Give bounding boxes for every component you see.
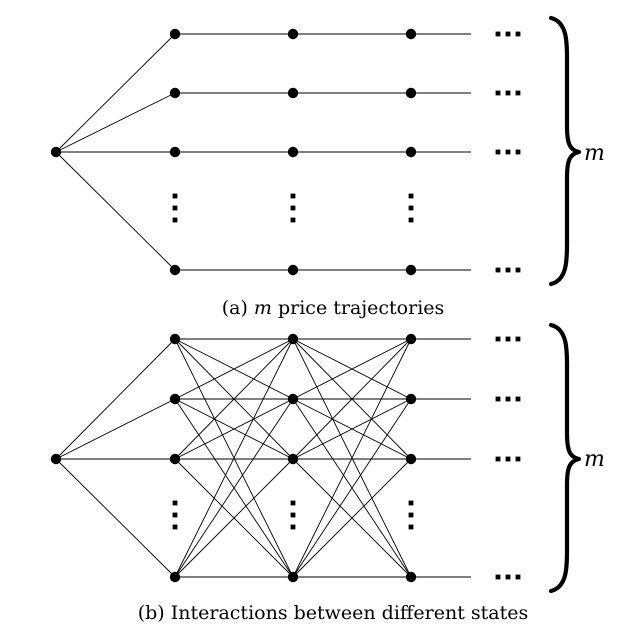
- continuation-dot: [505, 90, 511, 96]
- origin-edge: [55, 398, 176, 460]
- transition-edge: [292, 338, 412, 460]
- panel-a-price-trajectories: [50, 15, 582, 287]
- continuation-dot: [515, 336, 521, 342]
- vertical-ellipsis-dot: [172, 217, 178, 223]
- continuation-dot: [495, 336, 501, 342]
- continuation-dot: [505, 267, 511, 273]
- continuation-dot: [505, 396, 511, 402]
- state-node: [405, 393, 417, 405]
- continuation-dot: [505, 336, 511, 342]
- state-node: [405, 28, 417, 40]
- continuation-dot: [505, 149, 511, 155]
- transition-edge: [292, 338, 412, 400]
- vertical-ellipsis-dot: [408, 193, 414, 199]
- continuation-dot: [495, 456, 501, 462]
- state-node: [405, 146, 417, 158]
- state-node: [169, 571, 181, 583]
- continuation-dot: [515, 149, 521, 155]
- state-node: [287, 453, 299, 465]
- origin-edge: [55, 92, 176, 153]
- state-node: [405, 453, 417, 465]
- brace-label-a: m: [584, 141, 605, 166]
- transition-edge: [174, 398, 294, 460]
- vertical-ellipsis-dot: [290, 500, 296, 506]
- state-node: [405, 333, 417, 345]
- continuation-dot: [495, 31, 501, 37]
- continuation-dot: [495, 396, 501, 402]
- state-node: [287, 28, 299, 40]
- state-node: [287, 264, 299, 276]
- vertical-ellipsis-dot: [408, 512, 414, 518]
- continuation-dot: [505, 574, 511, 580]
- state-node: [405, 87, 417, 99]
- vertical-ellipsis-dot: [290, 524, 296, 530]
- continuation-dot: [505, 456, 511, 462]
- vertical-ellipsis-dot: [290, 217, 296, 223]
- transition-edge: [292, 338, 412, 578]
- caption-b: (b) Interactions between different state…: [138, 602, 529, 624]
- state-node: [169, 333, 181, 345]
- state-node: [169, 87, 181, 99]
- continuation-dot: [515, 456, 521, 462]
- continuation-dot: [495, 574, 501, 580]
- vertical-ellipsis-dot: [172, 205, 178, 211]
- state-node: [169, 28, 181, 40]
- continuation-dot: [495, 267, 501, 273]
- continuation-dot: [515, 90, 521, 96]
- vertical-ellipsis-dot: [408, 500, 414, 506]
- origin-edge: [55, 33, 176, 153]
- transition-edge: [292, 398, 412, 578]
- state-node: [169, 453, 181, 465]
- transition-edge: [174, 398, 294, 578]
- vertical-ellipsis-dot: [172, 500, 178, 506]
- transition-edge: [174, 458, 294, 578]
- continuation-dot: [515, 574, 521, 580]
- transition-edge: [174, 338, 294, 400]
- state-node: [405, 264, 417, 276]
- origin-edge: [55, 151, 176, 271]
- state-node: [169, 393, 181, 405]
- continuation-dot: [495, 149, 501, 155]
- origin-edge: [55, 458, 176, 578]
- vertical-ellipsis-dot: [290, 512, 296, 518]
- vertical-ellipsis-dot: [172, 193, 178, 199]
- vertical-ellipsis-dot: [290, 205, 296, 211]
- state-node: [287, 146, 299, 158]
- curly-brace: [548, 322, 582, 594]
- state-node: [287, 87, 299, 99]
- vertical-ellipsis-dot: [408, 217, 414, 223]
- vertical-ellipsis-dot: [172, 524, 178, 530]
- state-node: [405, 571, 417, 583]
- transition-edge: [292, 398, 412, 460]
- origin-node: [50, 453, 62, 465]
- transition-edge: [292, 458, 412, 578]
- continuation-dot: [515, 267, 521, 273]
- state-node: [169, 146, 181, 158]
- continuation-dot: [495, 90, 501, 96]
- continuation-dot: [515, 396, 521, 402]
- vertical-ellipsis-dot: [408, 524, 414, 530]
- vertical-ellipsis-dot: [408, 205, 414, 211]
- panel-b-state-interactions: [50, 322, 582, 594]
- state-node: [169, 264, 181, 276]
- curly-brace: [548, 15, 582, 287]
- origin-edge: [55, 338, 176, 460]
- transition-edge: [174, 338, 294, 578]
- continuation-dot: [505, 31, 511, 37]
- origin-node: [50, 146, 62, 158]
- brace-label-b: m: [584, 447, 605, 472]
- caption-a: (a) m price trajectories: [222, 297, 445, 319]
- vertical-ellipsis-dot: [172, 512, 178, 518]
- state-node: [287, 571, 299, 583]
- vertical-ellipsis-dot: [290, 193, 296, 199]
- state-node: [287, 393, 299, 405]
- transition-edge: [174, 338, 294, 460]
- state-node: [287, 333, 299, 345]
- continuation-dot: [515, 31, 521, 37]
